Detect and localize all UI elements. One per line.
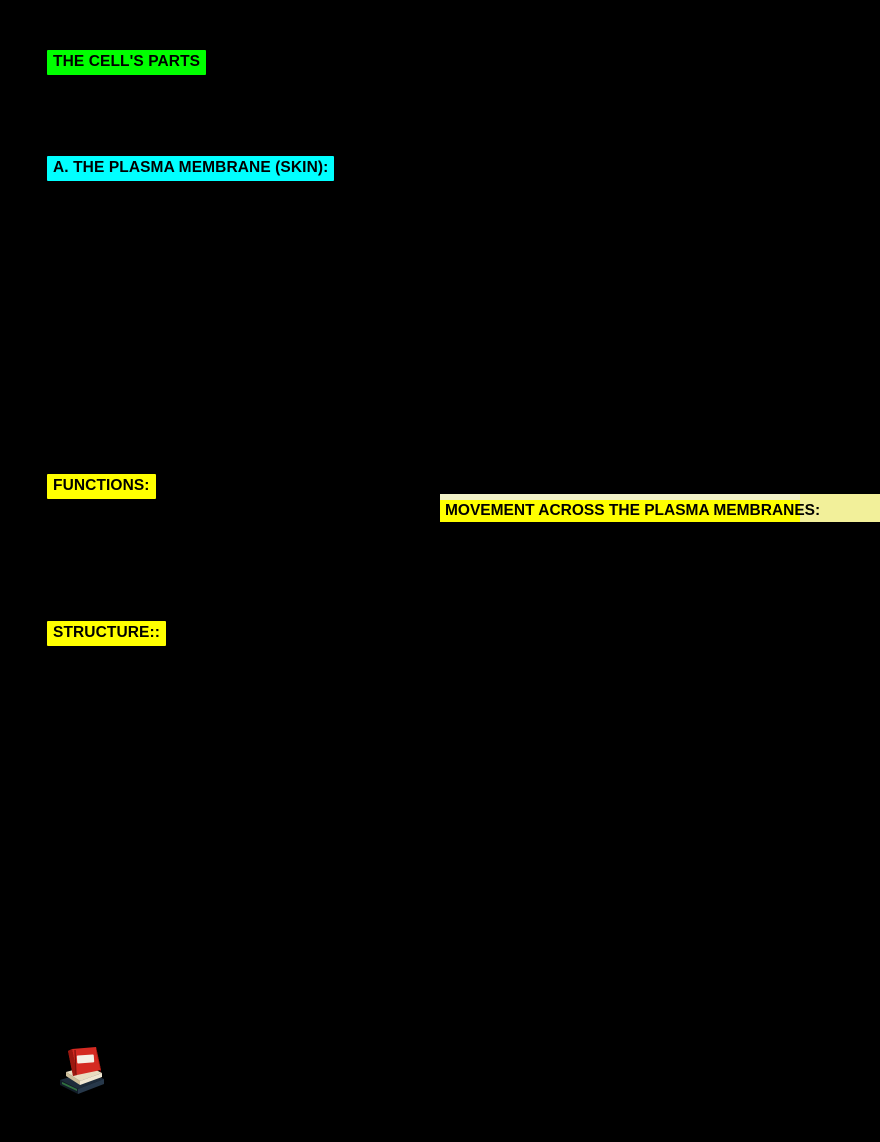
movement-highlight-band [440, 500, 800, 522]
subheading-structure: STRUCTURE:: [47, 621, 167, 646]
books-icon [56, 1042, 108, 1100]
subheading-movement: MOVEMENT ACROSS THE PLASMA MEMBRANES: [445, 502, 821, 519]
movement-trailing-highlight [800, 494, 880, 522]
subheading-functions: FUNCTIONS: [47, 474, 156, 499]
subheading-movement-wrapper: MOVEMENT ACROSS THE PLASMA MEMBRANES: [440, 494, 880, 522]
page-title: THE CELL'S PARTS [47, 50, 207, 75]
movement-top-highlight-edge [440, 494, 800, 500]
section-heading-plasma-membrane: A. THE PLASMA MEMBRANE (SKIN): [47, 156, 335, 181]
